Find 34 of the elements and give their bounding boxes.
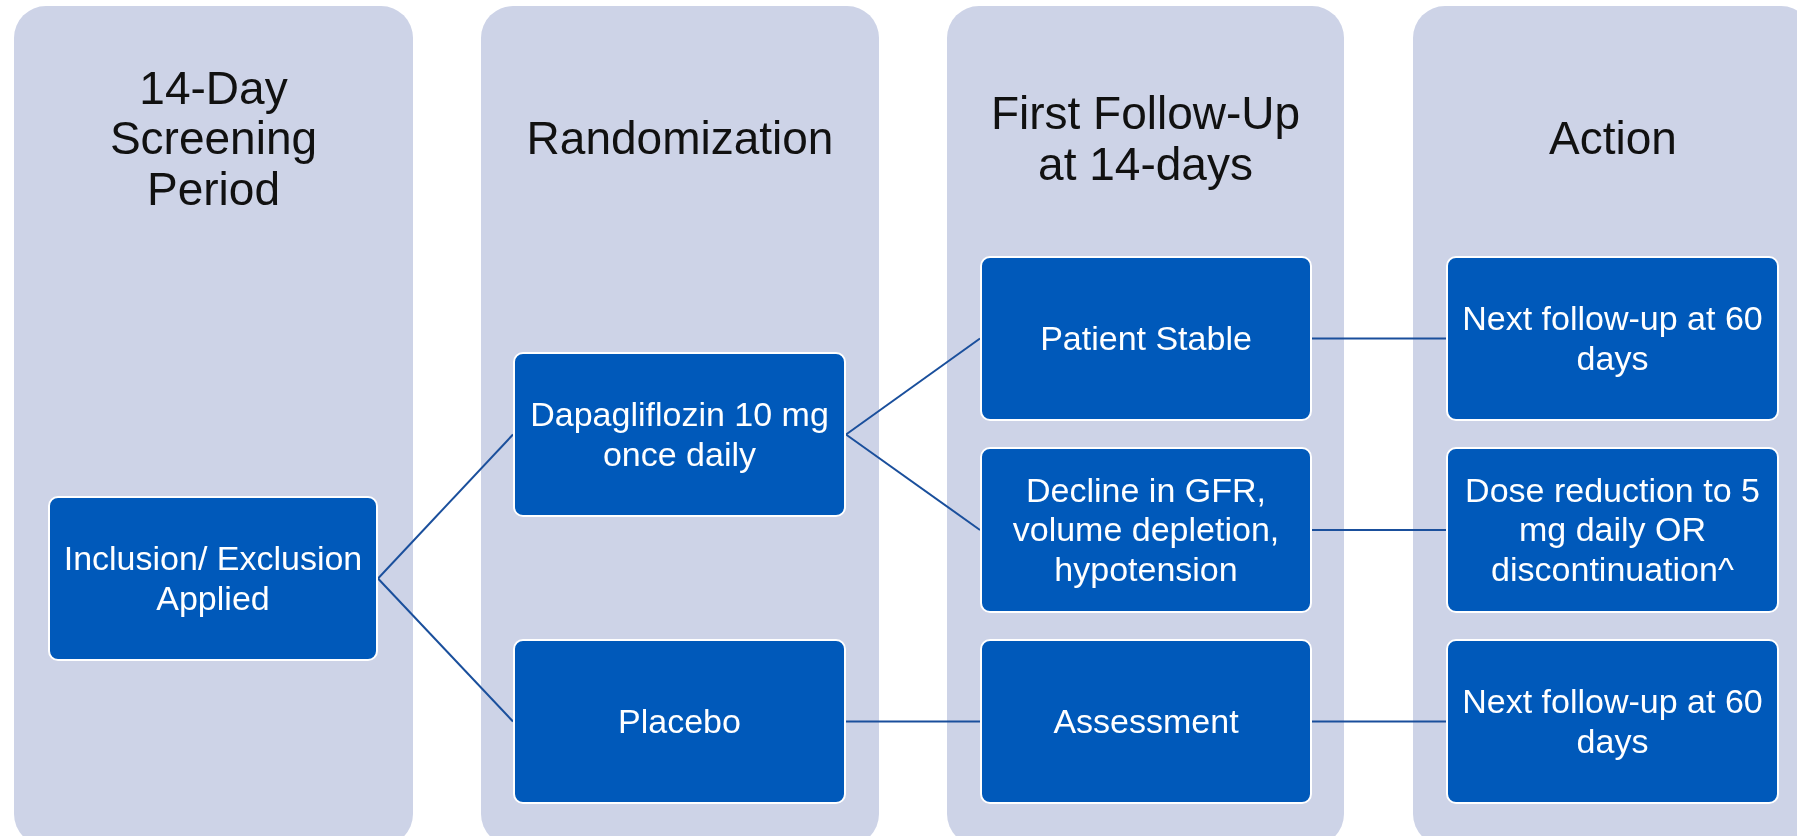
connector-line [377, 577, 514, 723]
column-heading: Randomization [526, 113, 834, 164]
box-text: Dose reduction to 5 mg daily OR discontinuation^ [1464, 471, 1761, 589]
process-box [1446, 256, 1779, 421]
connector-line [1311, 337, 1447, 340]
connector-line [377, 433, 514, 580]
process-box [513, 352, 846, 517]
process-box [48, 496, 378, 661]
box-text: Assessment [1053, 701, 1239, 742]
process-box [1446, 639, 1779, 804]
connector-line [845, 433, 981, 531]
stage-column [14, 6, 413, 836]
process-box [980, 639, 1312, 804]
stage-column [1413, 6, 1797, 836]
box-text: Patient Stable [1040, 318, 1252, 359]
process-box [980, 256, 1312, 421]
connector-line [845, 720, 981, 723]
column-heading: First Follow-Up at 14-days [989, 87, 1302, 190]
box-text: Placebo [618, 701, 741, 742]
process-box [513, 639, 846, 804]
column-heading: Action [1549, 113, 1677, 164]
stage-column [947, 6, 1344, 836]
box-text: Decline in GFR, volume depletion, hypotension [1011, 471, 1281, 589]
connector-line [1311, 720, 1447, 723]
column-heading: 14-Day Screening Period [108, 62, 319, 215]
box-text: Inclusion/ Exclusion Applied [62, 539, 364, 618]
box-text: Next follow-up at 60 days [1461, 299, 1764, 378]
connector-line [845, 337, 981, 436]
stage-column [481, 6, 879, 836]
box-text: Dapagliflozin 10 mg once daily [529, 395, 830, 474]
connector-line [1311, 529, 1447, 531]
process-box [1446, 447, 1779, 613]
process-box [980, 447, 1312, 613]
box-text: Next follow-up at 60 days [1461, 682, 1764, 761]
